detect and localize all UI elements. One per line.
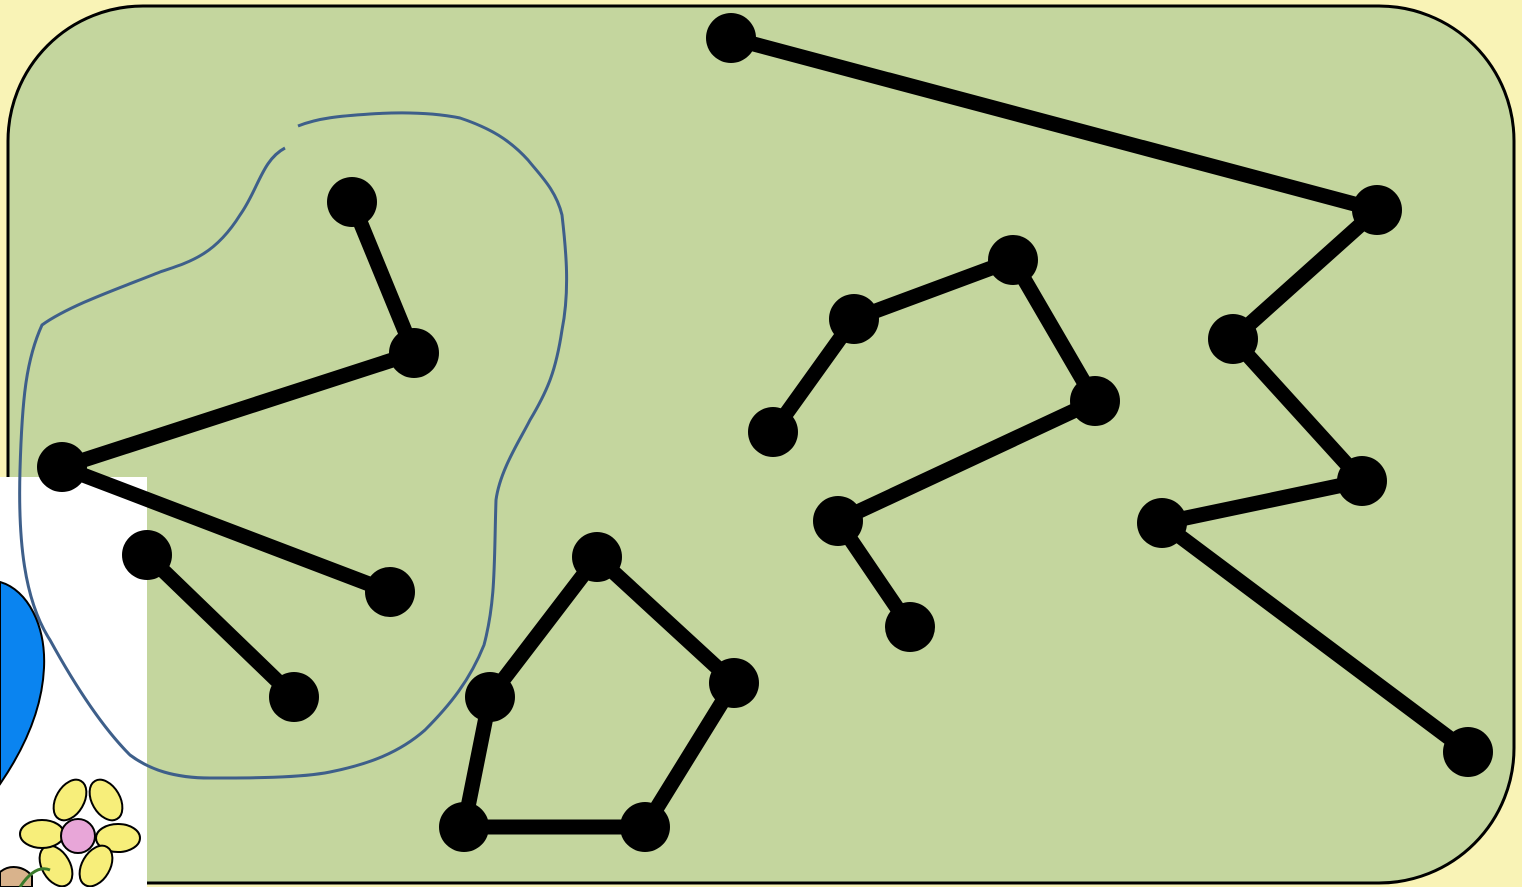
vertex-dot [37, 442, 87, 492]
balloon-icon [0, 580, 46, 786]
vertex-dot [269, 672, 319, 722]
figure-zigzag-middle [748, 235, 1120, 652]
vertex-dot [327, 177, 377, 227]
flower-icon [0, 778, 141, 887]
figure-star [37, 177, 439, 722]
vertex-dot [1352, 185, 1402, 235]
vertex-dot [1070, 376, 1120, 426]
figure-pentagon [439, 532, 759, 852]
line-segment [729, 30, 1473, 759]
line-segment [54, 199, 422, 600]
vertex-dot [1337, 456, 1387, 506]
vertex-dot [620, 802, 670, 852]
vertex-dot [1137, 498, 1187, 548]
line-segment [456, 551, 742, 835]
line-segment [141, 549, 300, 703]
vertex-dot [813, 496, 863, 546]
figures-layer [37, 13, 1493, 852]
vertex-dot [706, 13, 756, 63]
vertex-dot [439, 802, 489, 852]
lasso-outline [18, 111, 569, 780]
clipart-corner [0, 477, 147, 887]
vertex-dot [365, 567, 415, 617]
vertex-dot [988, 235, 1038, 285]
vertex-dot [748, 407, 798, 457]
vertex-dot [829, 294, 879, 344]
vertex-dot [122, 530, 172, 580]
vertex-dot [1443, 727, 1493, 777]
figure-zigzag-right [706, 13, 1493, 777]
vertex-dot [389, 328, 439, 378]
vertex-dot [885, 602, 935, 652]
vertex-dot [709, 658, 759, 708]
vertex-dot [572, 532, 622, 582]
vertex-dot [1208, 314, 1258, 364]
vertex-dot [465, 672, 515, 722]
